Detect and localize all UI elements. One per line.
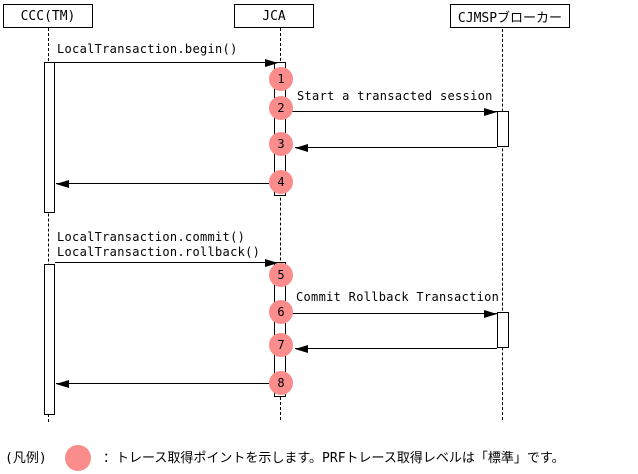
message-label-rollback: LocalTransaction.rollback() (57, 245, 261, 259)
message-label-begin: LocalTransaction.begin() (57, 42, 238, 56)
lifeline-ccc (48, 28, 49, 422)
arrowhead-right-icon (265, 59, 278, 67)
message-label-commit-rollback: Commit Rollback Transaction (296, 290, 500, 304)
message-arrow-commit-transaction (292, 310, 497, 318)
legend-description: ：トレース取得ポイントを示します。PRFトレース取得レベルは「標準」です。 (103, 451, 565, 466)
actor-box-broker: CJMSPブローカー (450, 4, 570, 28)
activation-jca-1 (274, 62, 286, 196)
trace-point-7: 7 (269, 333, 293, 357)
activation-broker-2 (497, 312, 509, 348)
message-label-commit: LocalTransaction.commit() (57, 230, 246, 244)
actor-label-jca: JCA (262, 8, 286, 24)
actor-box-jca: JCA (234, 4, 314, 28)
arrowhead-left-icon (56, 180, 69, 188)
trace-point-6: 6 (269, 300, 293, 324)
arrowhead-right-icon (484, 310, 497, 318)
trace-point-1: 1 (269, 67, 293, 91)
actor-box-ccc: CCC(TM) (3, 4, 93, 28)
arrowhead-left-icon (295, 345, 308, 353)
activation-ccc-1 (44, 62, 55, 213)
arrowhead-right-icon (265, 259, 278, 267)
trace-point-3: 3 (269, 132, 293, 156)
arrowhead-right-icon (484, 108, 497, 116)
actor-label-broker: CJMSPブローカー (457, 10, 563, 26)
trace-point-2: 2 (269, 96, 293, 120)
activation-ccc-2 (44, 264, 55, 415)
arrowhead-left-icon (295, 144, 308, 152)
activation-jca-2 (274, 262, 286, 397)
lifeline-jca (280, 28, 281, 420)
message-arrow-begin (55, 59, 278, 67)
message-arrow-commit (55, 259, 278, 267)
message-arrow-commit-response (56, 380, 269, 388)
lifeline-broker (502, 29, 503, 420)
legend-title: (凡例) (5, 451, 47, 466)
message-arrow-transaction-response (295, 345, 497, 353)
message-arrow-begin-response (56, 180, 269, 188)
trace-point-5: 5 (269, 263, 293, 287)
arrowhead-left-icon (56, 380, 69, 388)
message-arrow-start-session (292, 108, 497, 116)
legend-trace-point-icon (65, 445, 91, 471)
message-arrow-session-response (295, 144, 497, 152)
message-label-start-session: Start a transacted session (297, 89, 493, 103)
trace-point-4: 4 (269, 170, 293, 194)
activation-broker-1 (497, 111, 509, 147)
actor-label-ccc: CCC(TM) (20, 8, 76, 24)
trace-point-8: 8 (269, 371, 293, 395)
